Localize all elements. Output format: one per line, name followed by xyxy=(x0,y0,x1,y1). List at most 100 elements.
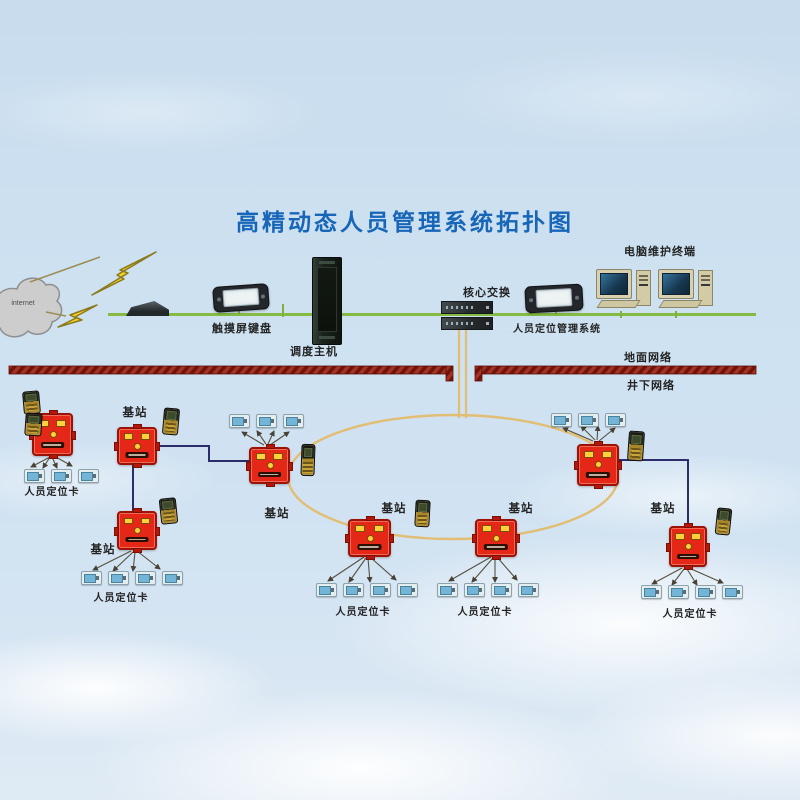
personnel-card xyxy=(256,414,277,428)
personnel-card xyxy=(78,469,99,483)
station-display xyxy=(40,441,65,448)
arrow-fan xyxy=(241,430,290,446)
panel-screen xyxy=(222,287,260,308)
station-flange xyxy=(492,555,501,560)
personnel-card-group xyxy=(316,583,418,597)
personnel-card xyxy=(605,413,626,427)
label-underground-network: 井下网络 xyxy=(627,380,675,392)
ring-ellipse xyxy=(286,413,620,541)
station-light xyxy=(481,525,492,532)
base-station-7 xyxy=(574,441,622,489)
station-light xyxy=(56,420,67,428)
label-base-station: 基站 xyxy=(90,544,116,556)
personnel-card xyxy=(81,571,102,585)
station-led xyxy=(266,462,274,470)
station-flange xyxy=(133,548,142,553)
touch-keyboard-device xyxy=(212,283,270,313)
personnel-card xyxy=(162,571,183,585)
station-flange xyxy=(133,463,142,468)
station-flange xyxy=(492,516,501,521)
tower-vent xyxy=(319,336,335,339)
base-station-4 xyxy=(114,508,160,553)
handheld-reader xyxy=(300,443,316,477)
label-personnel-card: 人员定位卡 xyxy=(335,607,391,618)
personnel-card xyxy=(641,585,662,599)
station-flange xyxy=(684,523,693,528)
tower-panel xyxy=(317,267,337,332)
panel-dot xyxy=(261,294,266,299)
panel-dot xyxy=(575,295,580,300)
pc-tower xyxy=(636,270,651,306)
station-flange xyxy=(114,442,119,451)
handheld-reader xyxy=(714,507,733,536)
station-display xyxy=(357,544,382,550)
station-flange xyxy=(48,454,58,459)
page-title: 高精动态人员管理系统拓扑图 xyxy=(236,209,574,235)
handheld-reader xyxy=(161,407,181,436)
panel-dot xyxy=(528,297,533,302)
station-light xyxy=(602,450,613,458)
station-light xyxy=(273,453,284,460)
personnel-card xyxy=(518,583,539,597)
label-personnel-card: 人员定位卡 xyxy=(662,609,718,620)
station-led xyxy=(134,442,141,450)
personnel-card xyxy=(578,413,599,427)
personnel-card xyxy=(668,585,689,599)
station-light xyxy=(675,532,685,540)
arrow-fan xyxy=(562,425,616,442)
lightning-icon xyxy=(57,304,98,328)
station-flange xyxy=(594,441,603,446)
station-led xyxy=(595,461,602,469)
arrow-fan xyxy=(651,567,724,586)
station-flange xyxy=(288,461,293,471)
personnel-card-group xyxy=(24,469,99,483)
label-ground-network: 地面网络 xyxy=(624,352,672,364)
station-flange xyxy=(617,461,622,470)
label-personnel-card: 人员定位卡 xyxy=(24,487,80,498)
maintenance-pc xyxy=(596,269,656,316)
station-led xyxy=(49,430,57,438)
switch-unit xyxy=(441,317,493,330)
station-led xyxy=(685,542,692,550)
handheld-reader xyxy=(158,497,179,525)
pc-keyboard xyxy=(658,300,703,308)
station-flange xyxy=(246,461,251,471)
dispatch-host-tower xyxy=(312,257,342,345)
pc-monitor xyxy=(658,269,694,299)
station-flange xyxy=(133,424,142,429)
base-station-6 xyxy=(472,516,520,560)
panel-screen xyxy=(535,288,573,308)
station-flange xyxy=(594,484,603,489)
personnel-card-group xyxy=(437,583,539,597)
station-display xyxy=(483,544,509,550)
label-base-station: 基站 xyxy=(650,503,676,515)
personnel-card xyxy=(722,585,743,599)
label-personnel-card: 人员定位卡 xyxy=(457,607,513,618)
station-light xyxy=(140,433,151,440)
station-led xyxy=(493,534,500,542)
internet-cloud-group xyxy=(0,251,157,338)
station-flange xyxy=(574,461,579,470)
station-light xyxy=(583,450,594,458)
station-display xyxy=(125,537,149,543)
personnel-card xyxy=(695,585,716,599)
handheld-reader xyxy=(24,412,43,437)
cloud-shape xyxy=(0,277,63,338)
base-station-5 xyxy=(345,516,394,560)
station-display xyxy=(677,553,699,560)
handheld-reader xyxy=(414,499,431,528)
station-led xyxy=(366,534,374,542)
label-core-switch: 核心交换 xyxy=(463,287,511,299)
base-station-3 xyxy=(246,444,293,487)
arrow-fan xyxy=(448,556,518,583)
station-flange xyxy=(265,444,275,449)
switch-unit xyxy=(441,301,493,314)
arrow-fan xyxy=(92,550,161,572)
station-display xyxy=(125,452,149,458)
station-light xyxy=(691,532,701,540)
label-base-station: 基站 xyxy=(381,503,407,515)
label-base-station: 基站 xyxy=(264,508,290,520)
tower-vent xyxy=(319,261,335,264)
personnel-card xyxy=(135,571,156,585)
personnel-card xyxy=(491,583,512,597)
